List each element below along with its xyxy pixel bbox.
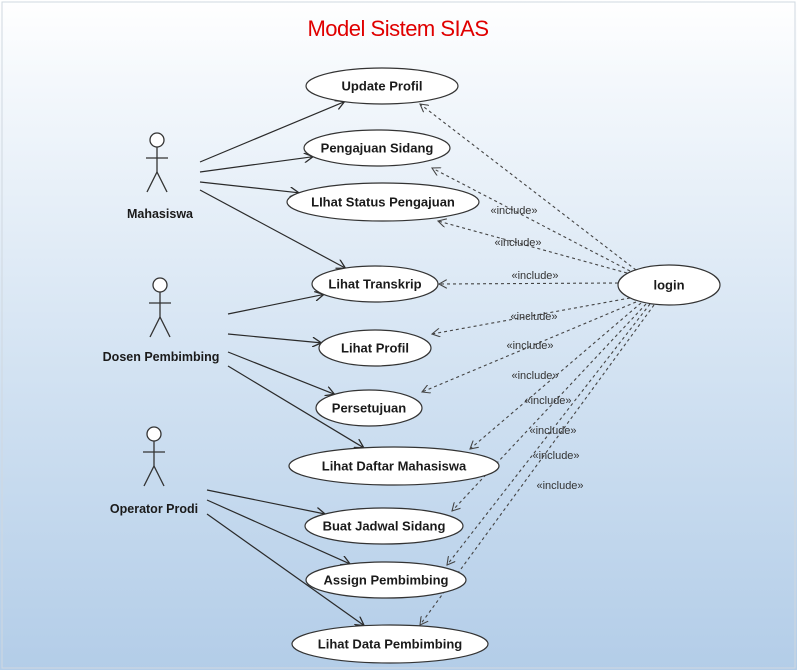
use-case-ellipse bbox=[617, 264, 721, 306]
actor-label: Mahasiswa bbox=[127, 207, 194, 221]
association-dosen-lihat-profil bbox=[227, 333, 321, 343]
use-case-label: Lihat Data Pembimbing bbox=[318, 637, 463, 652]
association-mahasiswa-update-profil bbox=[199, 102, 345, 163]
use-case-lihat-data[interactable]: Lihat Data Pembimbing bbox=[291, 624, 489, 664]
association-dosen-lihat-transkrip bbox=[227, 294, 324, 315]
actor-dosen[interactable]: Dosen Pembimbing bbox=[103, 277, 220, 364]
include-label: «include» bbox=[511, 270, 558, 282]
association-mahasiswa-pengajuan-sidang bbox=[199, 157, 313, 173]
use-case-label: Buat Jadwal Sidang bbox=[323, 519, 446, 534]
actor-label: Operator Prodi bbox=[110, 502, 198, 516]
use-case-ellipse bbox=[315, 389, 423, 427]
use-case-assign[interactable]: Assign Pembimbing bbox=[305, 561, 467, 599]
include-arrow-buat-jadwal bbox=[452, 303, 647, 511]
use-case-ellipse bbox=[304, 507, 464, 545]
use-case-persetujuan[interactable]: Persetujuan bbox=[315, 389, 423, 427]
include-label: «include» bbox=[536, 480, 583, 492]
use-case-label: Lihat Daftar Mahasiswa bbox=[322, 459, 467, 474]
use-case-lihat-transkrip[interactable]: Lihat Transkrip bbox=[311, 265, 439, 303]
association-dosen-persetujuan bbox=[227, 351, 335, 394]
use-case-login[interactable]: login bbox=[617, 264, 721, 306]
include-arrow-lihat-data bbox=[420, 304, 655, 625]
use-case-pengajuan-sidang[interactable]: Pengajuan Sidang bbox=[303, 129, 451, 167]
actor-stick-figure-icon bbox=[146, 132, 168, 193]
include-layer bbox=[420, 104, 655, 625]
include-label: «include» bbox=[506, 340, 553, 352]
use-case-ellipse bbox=[288, 446, 500, 486]
use-case-ellipse bbox=[303, 129, 451, 167]
include-label: «include» bbox=[494, 237, 541, 249]
use-case-lihat-profil[interactable]: Lihat Profil bbox=[318, 329, 432, 367]
use-case-lihat-status[interactable]: LIhat Status Pengajuan bbox=[286, 182, 480, 222]
association-layer bbox=[199, 102, 364, 626]
use-case-label: Lihat Transkrip bbox=[328, 277, 421, 292]
use-case-label: login bbox=[653, 278, 684, 293]
include-label: «include» bbox=[511, 370, 558, 382]
use-case-label: Persetujuan bbox=[332, 401, 406, 416]
use-case-ellipse bbox=[291, 624, 489, 664]
use-case-ellipse bbox=[318, 329, 432, 367]
association-mahasiswa-lihat-status bbox=[199, 181, 299, 193]
include-label-layer: «include» «include» «include» «include» «inc… bbox=[490, 205, 583, 492]
actor-stick-figure-icon bbox=[149, 277, 171, 338]
use-case-update-profil[interactable]: Update Profil bbox=[305, 67, 459, 105]
association-mahasiswa-lihat-transkrip bbox=[199, 189, 345, 268]
include-arrow-persetujuan bbox=[422, 301, 637, 392]
use-case-ellipse bbox=[311, 265, 439, 303]
include-label: «include» bbox=[529, 425, 576, 437]
use-case-label: Pengajuan Sidang bbox=[321, 141, 434, 156]
actor-stick-figure-icon bbox=[143, 426, 165, 487]
diagram-title: Model Sistem SIAS bbox=[307, 16, 488, 41]
use-case-label: LIhat Status Pengajuan bbox=[311, 195, 455, 210]
use-case-ellipse bbox=[286, 182, 480, 222]
actor-operator[interactable]: Operator Prodi bbox=[110, 426, 198, 516]
association-operator-lihat-data bbox=[206, 513, 364, 626]
actor-label: Dosen Pembimbing bbox=[103, 350, 220, 364]
include-arrow-pengajuan-sidang bbox=[432, 168, 631, 272]
actor-mahasiswa[interactable]: Mahasiswa bbox=[127, 132, 194, 221]
use-case-ellipse bbox=[305, 67, 459, 105]
include-label: «include» bbox=[510, 311, 557, 323]
use-case-label: Lihat Profil bbox=[341, 341, 409, 356]
include-label: «include» bbox=[490, 205, 537, 217]
use-case-lihat-daftar[interactable]: Lihat Daftar Mahasiswa bbox=[288, 446, 500, 486]
use-case-label: Assign Pembimbing bbox=[324, 573, 449, 588]
association-operator-assign bbox=[206, 499, 350, 564]
include-arrow-assign bbox=[447, 303, 651, 565]
use-case-label: Update Profil bbox=[342, 79, 423, 94]
use-case-ellipse bbox=[305, 561, 467, 599]
use-case-buat-jadwal[interactable]: Buat Jadwal Sidang bbox=[304, 507, 464, 545]
include-arrow-lihat-daftar bbox=[470, 302, 642, 449]
association-dosen-lihat-daftar bbox=[227, 365, 364, 448]
include-label: «include» bbox=[524, 395, 571, 407]
association-operator-buat-jadwal bbox=[206, 489, 325, 514]
include-arrow-lihat-status bbox=[438, 221, 628, 274]
include-label: «include» bbox=[532, 450, 579, 462]
